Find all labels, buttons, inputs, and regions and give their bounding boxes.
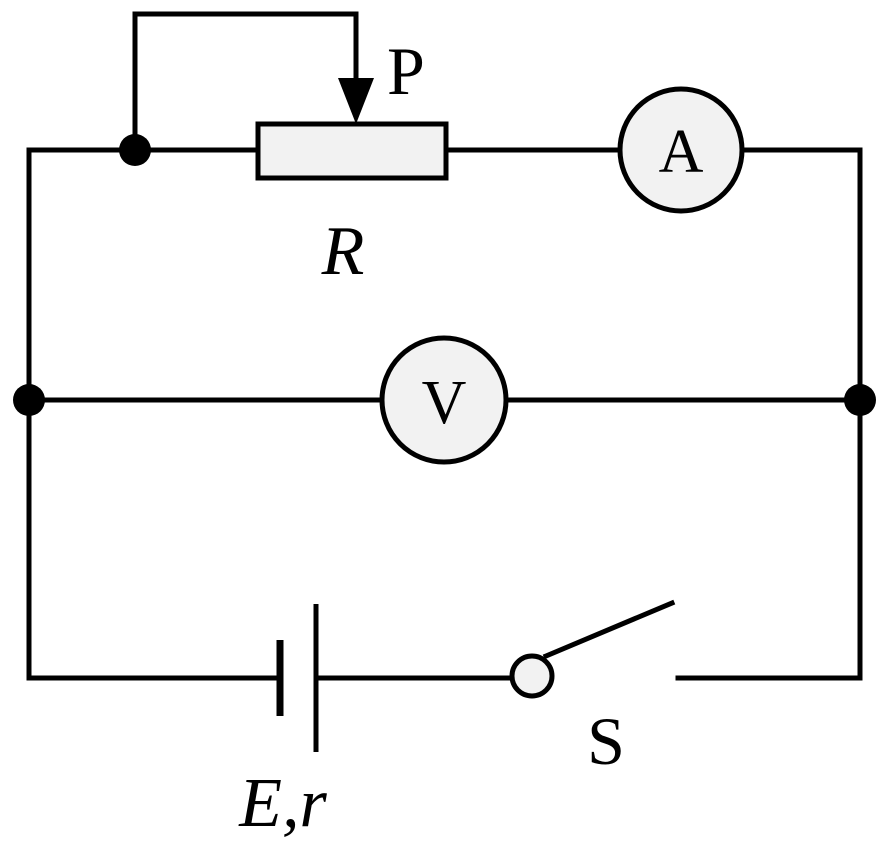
voltmeter-label: V: [422, 369, 467, 437]
switch: [509, 599, 676, 699]
junction-node-slider: [119, 134, 151, 166]
ammeter: A: [617, 86, 745, 214]
switch-pivot: [509, 653, 555, 699]
slider-arrowhead: [338, 78, 374, 124]
voltmeter-circle: [379, 335, 509, 465]
switch-blade: [542, 599, 676, 660]
junction-node-left: [13, 384, 45, 416]
switch-label: S: [587, 703, 625, 779]
battery: [276, 604, 319, 752]
slider-wire: [132, 11, 359, 153]
resistor-label: R: [321, 213, 365, 290]
ammeter-circle: [617, 86, 745, 214]
ammeter-label: A: [659, 118, 704, 186]
resistor: [255, 121, 449, 181]
slider-label: P: [387, 33, 425, 109]
source-label: E,r: [238, 765, 327, 842]
voltmeter: V: [379, 335, 509, 465]
junction-node-right: [844, 384, 876, 416]
